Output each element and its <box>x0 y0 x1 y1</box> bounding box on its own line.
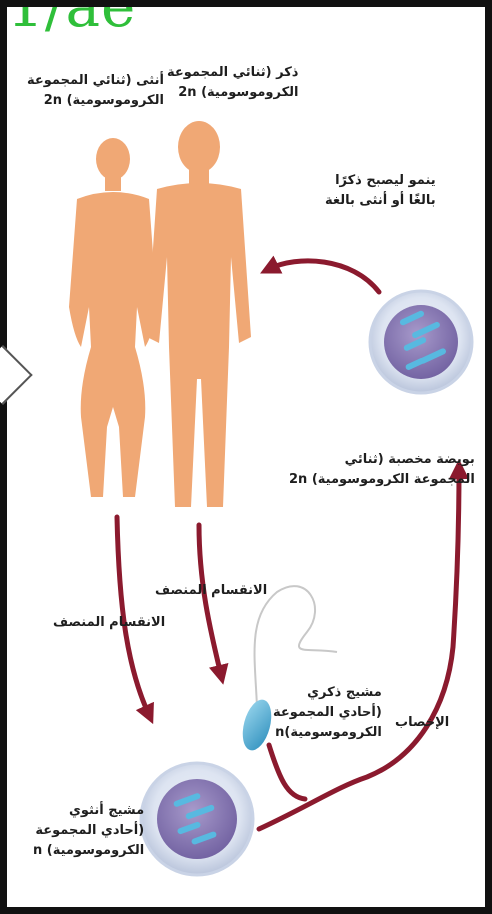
zygote-label: بويضة مخصبة (ثنائي المجموعة الكروموسومية… <box>289 450 475 490</box>
egg-label-line3: الكروموسومية) n <box>33 841 144 861</box>
zygote-label-line2: المجموعة الكروموسومية) 2n <box>289 470 475 490</box>
male-label-line1: ذكر (ثنائي المجموعة <box>167 63 298 83</box>
meiosis-female-label: الانقسام المنصف <box>53 613 165 633</box>
sperm-label: مشيج ذكري (أحادي المجموعة الكروموسومية)n <box>273 683 382 743</box>
sperm-label-line1: مشيج ذكري <box>273 683 382 703</box>
male-label: ذكر (ثنائي المجموعة الكروموسومية) 2n <box>167 63 298 103</box>
meiosis-male-label: الانقسام المنصف <box>155 581 267 601</box>
egg-label-line2: (أحادي المجموعة <box>33 821 144 841</box>
sperm-label-line3: الكروموسومية)n <box>273 723 382 743</box>
male-figure <box>147 121 251 507</box>
zygote-label-line1: بويضة مخصبة (ثنائي <box>289 450 475 470</box>
egg-label: مشيج أنثوي (أحادي المجموعة الكروموسومية)… <box>33 801 144 861</box>
male-label-line2: الكروموسومية) 2n <box>167 83 298 103</box>
grows-label-line1: ينمو ليصبح ذكرًا <box>325 171 436 191</box>
grows-label-line2: بالغًا أو أنثى بالغة <box>325 191 436 211</box>
fertilization-label: الإخصاب <box>395 713 449 733</box>
sperm-label-line2: (أحادي المجموعة <box>273 703 382 723</box>
grows-label: ينمو ليصبح ذكرًا بالغًا أو أنثى بالغة <box>325 171 436 211</box>
female-figure <box>69 138 157 497</box>
egg-cell <box>141 763 253 875</box>
female-label-line2: الكروموسومية) 2n <box>27 91 164 111</box>
female-label-line1: أنثى (ثنائي المجموعة <box>27 71 164 91</box>
zygote-cell <box>370 291 472 393</box>
female-label: أنثى (ثنائي المجموعة الكروموسومية) 2n <box>27 71 164 111</box>
egg-label-line1: مشيج أنثوي <box>33 801 144 821</box>
